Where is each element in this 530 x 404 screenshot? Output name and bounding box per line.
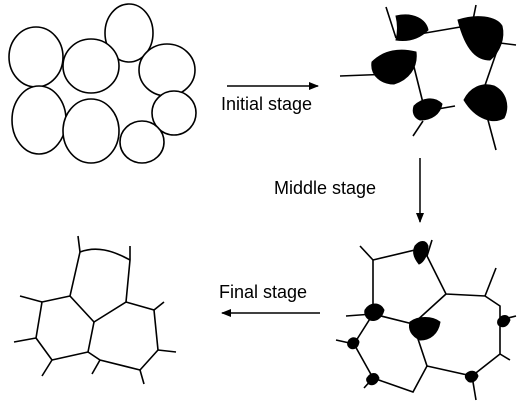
pore bbox=[366, 373, 380, 386]
particle bbox=[104, 3, 154, 63]
pore bbox=[413, 241, 429, 265]
middle-stage-pores bbox=[371, 14, 508, 122]
label-initial-stage: Initial stage bbox=[221, 94, 312, 114]
pore bbox=[409, 317, 441, 341]
pore bbox=[395, 14, 429, 41]
initial-stage-particles bbox=[8, 3, 197, 164]
pore bbox=[364, 303, 385, 321]
particle bbox=[8, 26, 64, 88]
particle bbox=[138, 43, 196, 97]
final-stage-grain-network bbox=[13, 235, 177, 385]
label-middle-stage: Middle stage bbox=[274, 178, 376, 198]
particle bbox=[11, 85, 67, 155]
pore bbox=[497, 315, 511, 328]
pore bbox=[412, 98, 443, 121]
particle bbox=[119, 120, 165, 164]
pore bbox=[464, 370, 479, 383]
pore bbox=[463, 84, 508, 122]
pore bbox=[371, 49, 417, 85]
pore bbox=[457, 16, 504, 61]
pore bbox=[347, 337, 360, 350]
particle bbox=[62, 38, 120, 94]
label-final-stage: Final stage bbox=[219, 282, 307, 302]
particle bbox=[151, 90, 197, 136]
late-stage-pores bbox=[347, 241, 511, 386]
particle bbox=[62, 98, 120, 164]
